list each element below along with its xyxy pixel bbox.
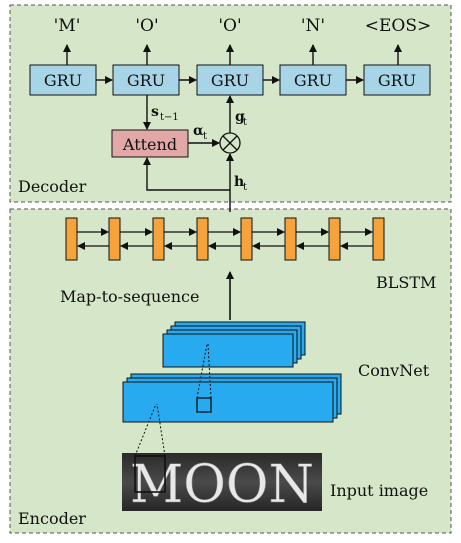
map-to-sequence-label: Map-to-sequence [60, 287, 199, 306]
output-token: <EOS> [365, 16, 431, 36]
convnet-upper [162, 321, 306, 368]
gru-cell: GRU [279, 64, 347, 96]
output-tokens: 'M' 'O' 'O' 'N' <EOS> [54, 16, 432, 36]
gru-label: GRU [44, 71, 82, 90]
output-token: 'N' [301, 16, 325, 36]
gru-cell: GRU [29, 64, 97, 96]
image-receptive-box [134, 455, 166, 493]
convnet-label: ConvNet [358, 361, 430, 380]
blstm-label: BLSTM [376, 273, 436, 292]
s-subscript: t−1 [160, 112, 179, 123]
output-token: 'O' [218, 16, 241, 36]
s-label: s [151, 104, 159, 120]
gru-cell: GRU [363, 64, 431, 96]
h-label: h [234, 174, 244, 190]
gru-label: GRU [127, 71, 165, 90]
gru-cell: GRU [196, 64, 264, 96]
input-image-label: Input image [330, 481, 428, 500]
encoder-section-label: Encoder [18, 509, 86, 528]
gru-row: GRU GRU GRU GRU GRU [29, 64, 431, 96]
convnet-lower [122, 373, 342, 423]
alpha-subscript: t [203, 131, 207, 142]
g-label: g [235, 109, 245, 125]
output-token: 'O' [135, 16, 158, 36]
alpha-label: α [193, 123, 204, 139]
gru-label: GRU [294, 71, 332, 90]
input-image-word: MOON [130, 455, 314, 515]
blstm-row [65, 217, 385, 261]
output-token: 'M' [54, 16, 81, 36]
g-subscript: t [243, 117, 247, 128]
receptive-field-box [196, 397, 212, 413]
h-subscript: t [243, 182, 247, 193]
attend-label: Attend [122, 135, 177, 154]
input-image: MOON [122, 453, 322, 515]
gru-label: GRU [211, 71, 249, 90]
gru-cell: GRU [112, 64, 180, 96]
decoder-section-label: Decoder [18, 177, 87, 196]
gru-label: GRU [378, 71, 416, 90]
attend-box: Attend [111, 129, 189, 158]
